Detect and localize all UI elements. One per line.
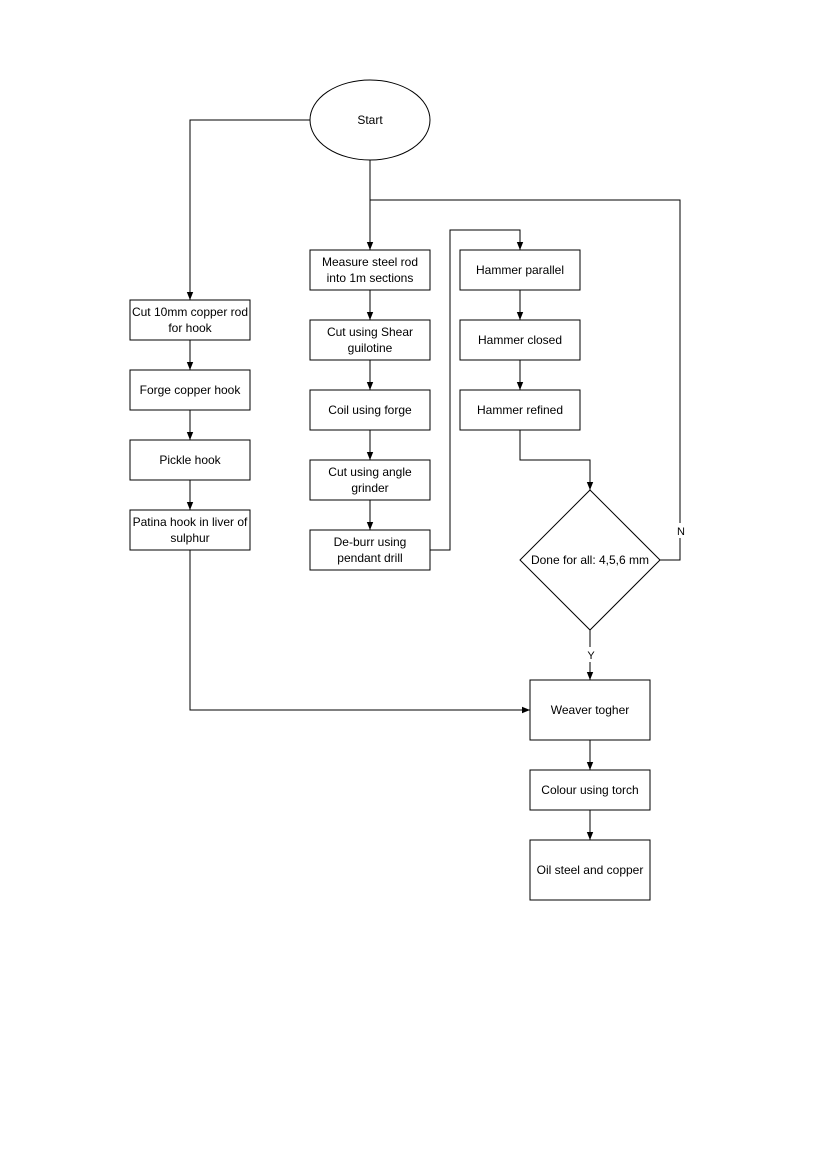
start-node: Start <box>309 79 431 161</box>
shear-label-line-1: Cut using Shear <box>327 325 413 339</box>
edges <box>186 119 681 840</box>
shear-label-line-2: guilotine <box>348 341 393 355</box>
edge-label-no: N <box>677 526 685 538</box>
edge-label-yes: Y <box>587 650 595 662</box>
forge-hook-label: Forge copper hook <box>140 383 242 397</box>
deburr-label-line-2: pendant drill <box>337 551 402 565</box>
colour-node: Colour using torch <box>529 769 651 811</box>
edge-patina-to-weave <box>189 550 530 714</box>
oil-node: Oil steel and copper <box>529 839 651 901</box>
edge-decision-no-loop <box>370 199 681 561</box>
cut-copper-label-line-1: Cut 10mm copper rod <box>132 305 248 319</box>
angle-grinder-label-line-1: Cut using angle <box>328 465 412 479</box>
decision-node: Done for all: 4,5,6 mm <box>519 489 661 631</box>
angle-grinder-label-line-2: grinder <box>351 481 388 495</box>
oil-label: Oil steel and copper <box>537 863 644 877</box>
edge-deburr-to-hammer-parallel <box>430 229 524 551</box>
patina-label-line-1: Patina hook in liver of <box>133 515 248 529</box>
patina-node: Patina hook in liver of sulphur <box>129 509 251 551</box>
hammer-closed-node: Hammer closed <box>459 319 581 361</box>
shear-node: Cut using Shear guilotine <box>309 319 431 361</box>
measure-node: Measure steel rod into 1m sections <box>309 249 431 291</box>
hammer-closed-label: Hammer closed <box>478 333 562 347</box>
colour-label: Colour using torch <box>541 783 638 797</box>
patina-label-line-2: sulphur <box>170 531 209 545</box>
cut-copper-label-line-2: for hook <box>168 321 212 335</box>
hammer-parallel-node: Hammer parallel <box>459 249 581 291</box>
edge-refined-to-decision <box>519 430 594 490</box>
edge-label-no-bg <box>674 523 687 538</box>
forge-hook-node: Forge copper hook <box>129 369 251 411</box>
pickle-label: Pickle hook <box>159 453 221 467</box>
hammer-refined-node: Hammer refined <box>459 389 581 431</box>
hammer-refined-label: Hammer refined <box>477 403 563 417</box>
coil-node: Coil using forge <box>309 389 431 431</box>
weave-label: Weaver togher <box>551 703 630 717</box>
weave-node: Weaver togher <box>529 679 651 741</box>
cut-copper-node: Cut 10mm copper rod for hook <box>129 299 251 341</box>
hammer-parallel-label: Hammer parallel <box>476 263 564 277</box>
pickle-node: Pickle hook <box>129 439 251 481</box>
measure-label-line-2: into 1m sections <box>327 271 414 285</box>
deburr-label-line-1: De-burr using <box>334 535 407 549</box>
angle-grinder-node: Cut using angle grinder <box>309 459 431 501</box>
start-label: Start <box>357 113 383 127</box>
deburr-node: De-burr using pendant drill <box>309 529 431 571</box>
decision-label: Done for all: 4,5,6 mm <box>531 553 649 567</box>
coil-label: Coil using forge <box>328 403 412 417</box>
edge-start-to-cut-copper <box>186 119 310 300</box>
edge-label-yes-bg <box>584 647 597 662</box>
measure-label-line-1: Measure steel rod <box>322 255 418 269</box>
